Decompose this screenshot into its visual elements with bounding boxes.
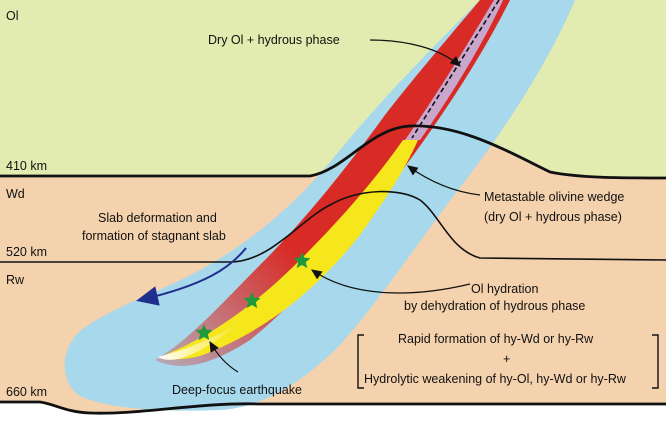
depth-label-660: 660 km [6,385,47,399]
annotation-bracket-plus: + [503,352,510,366]
earthquake-star-icon [195,324,213,341]
depth-label-520: 520 km [6,245,47,259]
arrow-wedge [407,165,481,196]
arrow-hydration [311,269,471,294]
bracket-left [357,334,364,389]
boundary-520 [0,190,666,263]
slab-deformation-arrow [136,247,247,306]
metastable-wedge [160,140,418,360]
layer-label-rw: Rw [6,273,25,287]
annotation-dry-ol: Dry Ol + hydrous phase [208,33,340,47]
annotation-bracket-line1: Rapid formation of hy-Wd or hy-Rw [398,332,594,346]
arrow-dry-ol [369,39,461,67]
annotation-slab-line1: Slab deformation and [98,211,217,225]
layer-label-wd: Wd [6,187,25,201]
boundary-410 [0,124,666,180]
arrow-earthquake [209,340,239,373]
annotation-wedge-line1: Metastable olivine wedge [484,190,624,204]
annotation-slab-line2: formation of stagnant slab [82,229,226,243]
annotation-earthquake: Deep-focus earthquake [172,383,302,397]
earthquake-star-icon [293,252,311,269]
boundary-660 [0,400,666,415]
annotation-bracket-line2: Hydrolytic weakening of hy-Ol, hy-Wd or … [364,372,627,386]
slab-core-red [155,0,510,366]
hydrous-dashed-line [411,0,500,139]
wedge-tip [158,322,240,360]
earthquake-star-icon [243,292,261,309]
depth-label-410: 410 km [6,159,47,173]
annotation-wedge-line2: (dry Ol + hydrous phase) [484,210,622,224]
layer-label-ol: Ol [6,9,19,23]
annotation-hydration-line1: Ol hydration [471,282,538,296]
bracket-right [652,334,659,389]
lower-mantle [0,402,666,437]
annotation-hydration-line2: by dehydration of hydrous phase [404,299,585,313]
